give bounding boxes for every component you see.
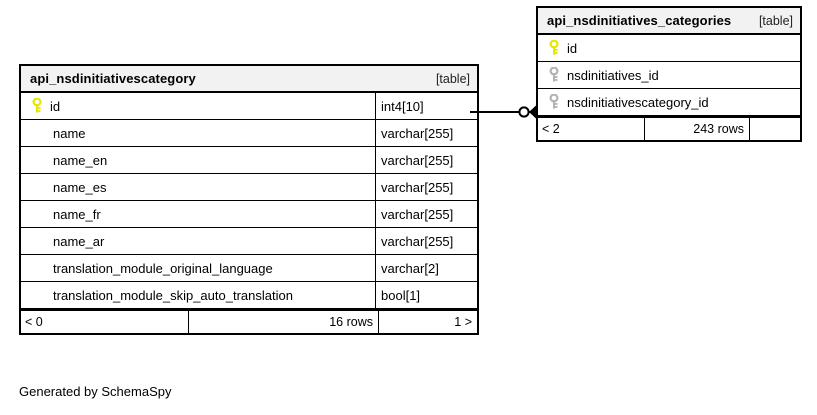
generated-by-caption: Generated by SchemaSpy	[19, 384, 172, 399]
column-name: id	[50, 98, 61, 114]
footer-children-count[interactable]: 1 >	[378, 311, 477, 333]
column-name-cell: nsdinitiativescategory_id	[538, 89, 800, 115]
column-name-cell: name_fr	[21, 201, 375, 227]
foreign-key-icon	[544, 67, 564, 83]
column-type: varchar[255]	[381, 179, 454, 195]
column-name: nsdinitiatives_id	[567, 67, 659, 83]
footer-parents-count[interactable]: < 0	[25, 315, 43, 329]
table-row[interactable]: translation_module_original_language var…	[21, 255, 477, 282]
column-type: varchar[255]	[381, 125, 454, 141]
column-name: id	[567, 40, 578, 56]
column-name-cell: translation_module_skip_auto_translation	[21, 282, 375, 308]
column-type-cell: bool[1]	[375, 282, 477, 308]
table-row[interactable]: id int4[10]	[21, 93, 477, 120]
footer-row-count: 16 rows	[188, 311, 378, 333]
entity-table-api-nsdinitiativescategory[interactable]: api_nsdinitiativescategory [table] id in…	[19, 64, 479, 335]
column-name: translation_module_original_language	[53, 260, 273, 276]
column-type-cell: varchar[255]	[375, 120, 477, 146]
primary-key-icon	[27, 98, 47, 114]
table-type-label: [table]	[758, 13, 793, 28]
table-title: api_nsdinitiativescategory	[30, 71, 196, 86]
table-header: api_nsdinitiativescategory [table]	[21, 66, 477, 93]
column-type-cell: varchar[255]	[375, 174, 477, 200]
column-name-cell: name_en	[21, 147, 375, 173]
column-type-cell: varchar[255]	[375, 228, 477, 254]
column-name: name_en	[53, 152, 108, 168]
table-footer: < 0 16 rows 1 >	[21, 309, 477, 333]
column-name-cell: nsdinitiatives_id	[538, 62, 800, 88]
column-name: name	[53, 125, 86, 141]
column-name-cell: name_es	[21, 174, 375, 200]
column-type: int4[10]	[381, 98, 424, 114]
entity-table-api-nsdinitiatives-categories[interactable]: api_nsdinitiatives_categories [table] id	[536, 6, 802, 142]
column-type: varchar[255]	[381, 206, 454, 222]
column-name: nsdinitiativescategory_id	[567, 94, 709, 110]
table-footer: < 2 243 rows	[538, 116, 800, 140]
column-name: translation_module_skip_auto_translation	[53, 287, 293, 303]
primary-key-icon	[544, 40, 564, 56]
foreign-key-icon	[544, 94, 564, 110]
column-name-cell: id	[538, 35, 800, 61]
table-row[interactable]: name_en varchar[255]	[21, 147, 477, 174]
column-name-cell: translation_module_original_language	[21, 255, 375, 281]
table-row[interactable]: name varchar[255]	[21, 120, 477, 147]
table-row[interactable]: nsdinitiativescategory_id	[538, 89, 800, 116]
column-name-cell: name_ar	[21, 228, 375, 254]
column-type-cell: varchar[255]	[375, 201, 477, 227]
footer-children-count[interactable]	[749, 118, 800, 140]
column-type-cell: varchar[2]	[375, 255, 477, 281]
table-row[interactable]: translation_module_skip_auto_translation…	[21, 282, 477, 309]
relationship-connector	[470, 98, 546, 128]
table-row[interactable]: name_fr varchar[255]	[21, 201, 477, 228]
column-type: varchar[255]	[381, 152, 454, 168]
table-header: api_nsdinitiatives_categories [table]	[538, 8, 800, 35]
table-type-label: [table]	[435, 71, 470, 86]
column-name-cell: name	[21, 120, 375, 146]
column-name: name_fr	[53, 206, 101, 222]
footer-row-count: 243 rows	[644, 118, 749, 140]
table-row[interactable]: nsdinitiatives_id	[538, 62, 800, 89]
column-name: name_ar	[53, 233, 105, 249]
column-type-cell: int4[10]	[375, 93, 477, 119]
column-type-cell: varchar[255]	[375, 147, 477, 173]
column-type: varchar[2]	[381, 260, 439, 276]
table-row[interactable]: name_es varchar[255]	[21, 174, 477, 201]
table-row[interactable]: name_ar varchar[255]	[21, 228, 477, 255]
table-row[interactable]: id	[538, 35, 800, 62]
table-title: api_nsdinitiatives_categories	[547, 13, 732, 28]
column-name-cell: id	[21, 93, 375, 119]
column-name: name_es	[53, 179, 107, 195]
column-type: varchar[255]	[381, 233, 454, 249]
column-type: bool[1]	[381, 287, 421, 303]
footer-parents-count[interactable]: < 2	[542, 122, 560, 136]
